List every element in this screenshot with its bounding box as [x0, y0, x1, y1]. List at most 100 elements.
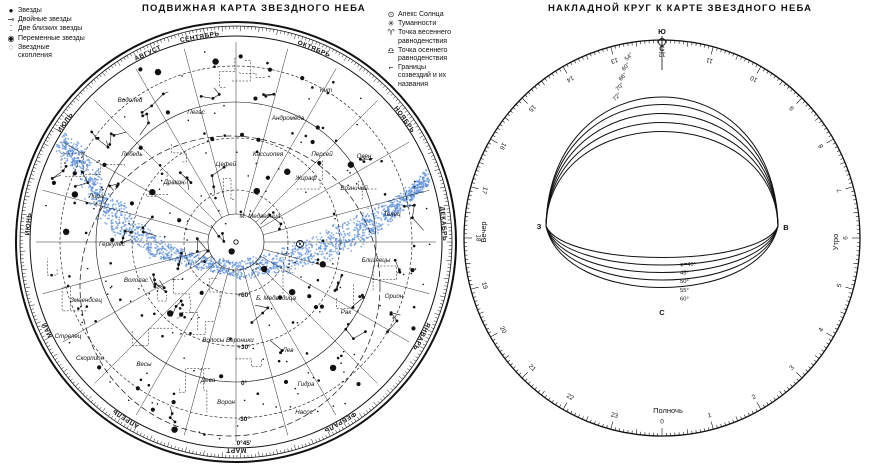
constellation-name: Волопас	[124, 277, 149, 284]
milky-way-dot	[111, 229, 113, 231]
milky-way-dot	[68, 147, 71, 150]
rim-tick	[393, 96, 396, 99]
milky-way-dot	[343, 241, 346, 244]
rim-tick	[409, 361, 415, 365]
rim-tick	[38, 328, 42, 331]
milky-way-dot	[353, 221, 355, 224]
time-tick	[755, 64, 758, 68]
constellation-figure	[155, 280, 166, 292]
rim-tick	[196, 451, 198, 455]
rim-tick	[24, 286, 30, 289]
star	[99, 208, 101, 211]
milky-way-dot	[104, 221, 107, 224]
rim-tick	[149, 43, 153, 49]
milky-way-dot	[236, 276, 239, 279]
rim-tick	[99, 406, 102, 410]
milky-way-dot	[318, 247, 320, 250]
star	[353, 353, 356, 356]
rim-tick	[442, 190, 446, 192]
rim-tick	[21, 268, 27, 271]
rim-tick	[377, 400, 380, 404]
milky-way-dot	[421, 188, 424, 191]
milky-way-dot	[419, 175, 422, 178]
star	[129, 300, 132, 303]
milky-way-dot	[169, 248, 172, 251]
rim-tick	[273, 29, 275, 33]
milky-way-dot	[140, 237, 143, 240]
milky-way-dot	[397, 211, 400, 214]
milky-way-dot	[423, 172, 426, 175]
time-tick	[618, 44, 621, 48]
rim-tick	[315, 41, 317, 45]
time-tick	[467, 199, 471, 201]
hour-numeral: 21	[527, 363, 537, 373]
milky-way-dot	[57, 144, 60, 147]
rim-tick	[58, 117, 62, 120]
time-tick	[805, 104, 809, 107]
time-tick	[562, 402, 568, 410]
constellation-name: Лев	[282, 347, 295, 354]
milky-way-dot	[121, 228, 123, 231]
time-tick	[478, 311, 484, 315]
rim-tick	[415, 356, 419, 359]
milky-way-dot	[362, 229, 364, 232]
milky-way-dot	[358, 220, 361, 223]
star	[51, 180, 57, 186]
milky-way-dot	[257, 274, 260, 277]
milky-way-dot	[368, 220, 370, 223]
milky-way-dot	[95, 170, 98, 172]
time-tick	[541, 80, 545, 86]
constellation-name: Жираф	[294, 175, 316, 182]
milky-way-dot	[250, 271, 253, 274]
milky-way-dot	[346, 223, 349, 226]
milky-way-dot	[396, 207, 399, 210]
star	[161, 334, 164, 338]
milky-way-dot	[203, 255, 206, 258]
milky-way-dot	[72, 143, 75, 145]
rim-tick	[129, 53, 132, 57]
rim-tick	[153, 42, 155, 46]
milky-way-dot	[402, 199, 405, 202]
star	[355, 182, 358, 185]
time-tick	[845, 169, 849, 172]
overlay-circle[interactable]: 01234567891011121314151617181920212223ЮС…	[463, 27, 861, 437]
time-tick	[823, 127, 827, 130]
milky-way-dot	[123, 216, 126, 219]
milky-way-dot	[188, 254, 191, 257]
rim-tick	[434, 168, 440, 172]
star	[296, 321, 299, 324]
milky-way-dot	[238, 277, 241, 280]
time-tick	[465, 211, 471, 214]
milky-way-dot	[343, 232, 346, 235]
milky-way-dot	[264, 255, 267, 258]
milky-way-dot	[113, 209, 116, 212]
milky-way-dot	[353, 229, 355, 231]
milky-way-dot	[95, 205, 98, 207]
milky-way-dot	[96, 182, 99, 184]
rim-tick	[397, 101, 401, 105]
milky-way-dot	[118, 222, 121, 225]
star-map-disc[interactable]: СЕНТЯБРЬОКТЯБРЬНОЯБРЬДЕКАБРЬЯНВАРЬФЕВРАЛ…	[15, 21, 457, 463]
star	[210, 136, 215, 142]
milky-way-dot	[89, 203, 92, 205]
milky-way-dot	[355, 224, 358, 227]
constellation-boundary	[358, 180, 377, 200]
rim-tick	[354, 62, 357, 66]
star	[50, 273, 53, 277]
milky-way-dot	[334, 243, 337, 246]
star	[341, 381, 344, 383]
time-tick	[695, 42, 697, 47]
milky-way-dot	[231, 264, 234, 267]
milky-way-dot	[366, 224, 369, 227]
milky-way-dot	[325, 239, 328, 241]
rim-tick	[185, 447, 187, 453]
time-tick	[826, 332, 834, 338]
milky-way-dot	[377, 232, 379, 234]
milky-way-dot	[194, 260, 197, 263]
milky-way-dot	[102, 213, 105, 216]
milky-way-dot	[100, 178, 103, 181]
rim-tick	[377, 80, 380, 84]
milky-way-dot	[350, 244, 353, 247]
milky-way-dot	[273, 261, 276, 264]
time-tick	[823, 346, 827, 349]
